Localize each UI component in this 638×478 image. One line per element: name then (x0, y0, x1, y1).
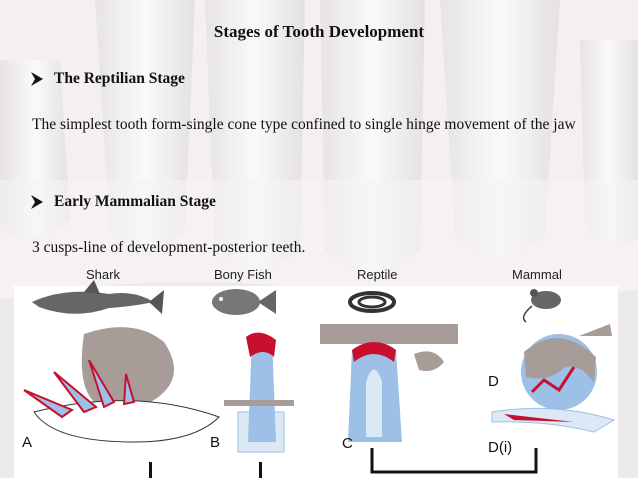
arrow-bullet-icon (31, 72, 43, 86)
bony-fish-icon (212, 289, 276, 315)
slide-title: Stages of Tooth Development (213, 22, 425, 41)
panel-letter-d-i: D(i) (488, 439, 512, 456)
animal-label-reptile: Reptile (357, 267, 397, 282)
tooth-evolution-figure: Shark Bony Fish Reptile Mammal A B (14, 267, 618, 478)
panel-d-mammal-tooth: D D(i) (488, 324, 616, 456)
bullet-early-mammalian-stage: Early Mammalian Stage (30, 193, 216, 211)
shark-icon (32, 280, 164, 314)
bullet-body-text: The simplest tooth form-single cone type… (32, 116, 576, 133)
animal-label-mammal: Mammal (512, 267, 562, 282)
panel-c-reptile-tooth: C (320, 324, 538, 474)
panel-letter-a: A (22, 434, 32, 451)
bullet-heading: The Reptilian Stage (54, 70, 185, 87)
bullet-reptilian-stage: The Reptilian Stage (30, 70, 185, 88)
mouse-icon (522, 289, 561, 323)
animal-label-shark: Shark (86, 267, 120, 282)
panel-b-bony-fish-tooth: B (210, 332, 294, 453)
bullet-heading: Early Mammalian Stage (54, 193, 216, 210)
arrow-bullet-icon (31, 195, 43, 209)
bullet-body-text: 3 cusps-line of development-posterior te… (32, 239, 306, 256)
panel-letter-b: B (210, 434, 220, 451)
snake-icon (348, 291, 396, 313)
panel-letter-d: D (488, 373, 499, 390)
panel-letter-c: C (342, 435, 353, 452)
animal-label-bony-fish: Bony Fish (214, 267, 272, 282)
panel-a-shark-teeth: A (22, 327, 220, 451)
